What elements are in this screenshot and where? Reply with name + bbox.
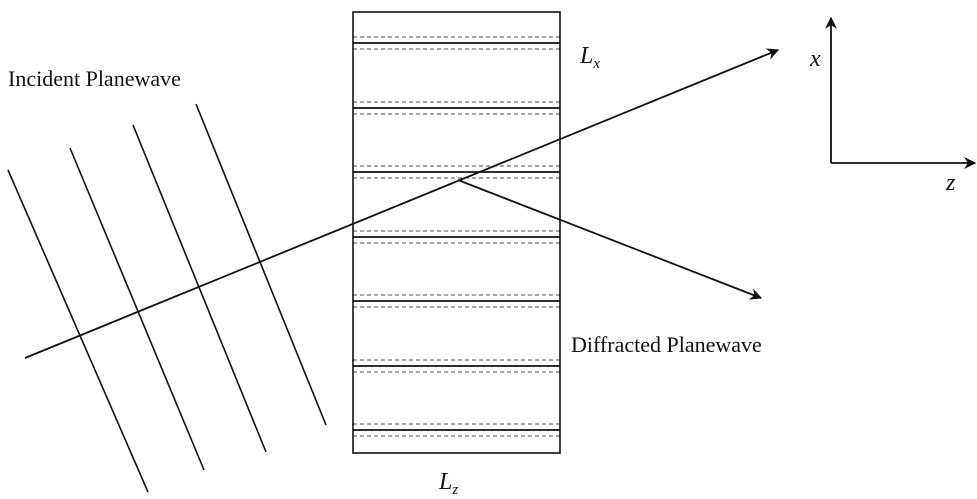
axis-z-label: z [945,170,956,196]
axis-x-label: x [809,46,821,72]
lx-label: Lx [579,43,600,72]
lz-label: Lz [438,469,458,498]
lx-label-sub: x [592,56,600,72]
grating-layer [353,165,560,179]
grating-slab [352,11,561,454]
grating-boundary [352,11,561,454]
wavefronts [7,103,327,493]
grating-layers [353,36,560,437]
lz-label-base: L [438,469,452,495]
wavefront-line-3 [132,124,267,453]
lx-label-base: L [579,43,593,69]
lz-label-sub: z [451,482,458,498]
grating-layer [353,423,560,437]
grating-layer [353,294,560,308]
grating-layer [353,359,560,373]
incident-beam-arrow [24,48,780,359]
incident-planewave-label: Incident Planewave [8,66,181,91]
grating-layer [353,101,560,115]
grating-layer [353,230,560,244]
wavefront-line-1 [7,169,149,493]
coordinate-axes [825,16,977,169]
grating-layer [353,36,560,50]
wavefront-line-2 [69,147,205,471]
wavefront-line-4 [195,103,327,426]
diffracted-beam-arrow [457,179,763,300]
diffracted-planewave-label: Diffracted Planewave [571,332,762,357]
